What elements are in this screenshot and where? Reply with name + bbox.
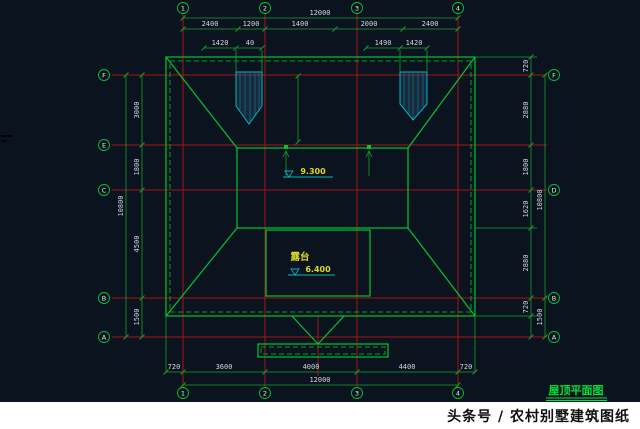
dim-bottom-seg: 4400	[399, 363, 416, 371]
grid-bubble-label: A	[552, 334, 557, 342]
dim-top-seg: 2400	[422, 20, 439, 28]
dimension-text: 12000 2400 1200 1400 2000 2400 1420 40 1…	[117, 9, 544, 384]
dim-dormer: 1490	[375, 39, 392, 47]
grid-bubble-label: 2	[263, 390, 267, 398]
dim-bottom-seg: 720	[460, 363, 473, 371]
dim-top-seg: 1200	[243, 20, 260, 28]
grid-bubble-label: 4	[456, 5, 460, 13]
porch-gable-line	[291, 315, 319, 345]
dim-right-seg: 720	[522, 301, 530, 314]
grid-bubble-label: E	[102, 142, 106, 150]
cad-canvas: 12000 2400 1200 1400 2000 2400 1420 40 1…	[0, 0, 640, 402]
drawing-title-label: 屋顶平面图	[549, 384, 604, 397]
dim-left-overall: 10800	[117, 195, 125, 216]
dormer-right	[399, 71, 428, 121]
terrace-label: 露台	[290, 251, 310, 263]
grid-bubble-label: 1	[181, 390, 185, 398]
margin-mark	[1, 135, 12, 142]
dim-right-seg: 1500	[536, 309, 544, 326]
watermark-text: 头条号 / 农村别墅建筑图纸	[447, 408, 630, 425]
roof-eave-outer	[165, 56, 476, 317]
elevation-triangle-icon	[290, 268, 300, 276]
dim-right-seg: 2880	[522, 255, 530, 272]
grid-bubble-label: 2	[263, 5, 267, 13]
elevation-triangle-icon	[284, 170, 294, 178]
dim-bottom-seg: 720	[168, 363, 181, 371]
dimension-lines	[123, 15, 548, 388]
dim-right-seg: 1620	[522, 201, 530, 218]
hip-line	[165, 227, 238, 317]
dim-top-seg: 2000	[361, 20, 378, 28]
dim-left-seg: 3000	[133, 102, 141, 119]
dim-dormer: 1420	[212, 39, 229, 47]
roof-plan-drawing: 12000 2400 1200 1400 2000 2400 1420 40 1…	[1, 2, 607, 401]
drawing-title: 屋顶平面图	[546, 384, 607, 401]
porch-eave-outer	[257, 343, 389, 358]
porch-eave-inner	[260, 346, 386, 355]
grid-bubble-label: C	[102, 187, 107, 195]
grid-bubble-label: B	[102, 295, 106, 303]
dim-left-seg: 1500	[133, 309, 141, 326]
grid-bubble-label: 3	[355, 5, 359, 13]
hip-line	[407, 227, 476, 317]
dim-right-seg: 1800	[522, 159, 530, 176]
dim-bottom-seg: 3600	[216, 363, 233, 371]
dormers	[235, 50, 428, 125]
ridge-elevation-label: 9.300	[300, 167, 326, 176]
hip-line	[165, 56, 238, 149]
grid-bubble-label: F	[102, 72, 106, 80]
slope-arrow-head	[282, 150, 290, 158]
elevation-annotations: 9.300 露台 6.400	[283, 167, 335, 276]
dim-right-overall: 10800	[536, 189, 544, 210]
grid-bubble-label: 3	[355, 390, 359, 398]
grid-bubble-label: A	[102, 334, 107, 342]
dim-top-seg: 2400	[202, 20, 219, 28]
dim-left-seg: 4500	[133, 236, 141, 253]
dim-dormer: 1420	[406, 39, 423, 47]
grid-bubble-label: B	[552, 295, 556, 303]
roof-flat-area	[236, 147, 409, 229]
grid-bubble-label: D	[551, 187, 556, 195]
grid-bubble-label: F	[552, 72, 556, 80]
ridge-node	[284, 145, 288, 149]
grid-bubbles: 1 2 3 4 1 2 3 4 F E C B A F D B A	[98, 2, 560, 399]
grid-bubble-label: 4	[456, 390, 460, 398]
terrace-elevation-label: 6.400	[305, 265, 331, 274]
dim-right-seg: 2880	[522, 102, 530, 119]
dim-dormer: 40	[246, 39, 254, 47]
dim-left-seg: 1800	[133, 159, 141, 176]
dormer-left	[235, 71, 263, 125]
dim-top-overall: 12000	[309, 9, 330, 17]
ridge-node	[367, 145, 371, 149]
terrace-outline	[265, 229, 371, 297]
watermark-bar: 头条号 / 农村别墅建筑图纸	[0, 402, 640, 429]
hip-line	[407, 56, 476, 149]
grid-bubble-label: 1	[181, 5, 185, 13]
dim-bottom-seg: 4000	[303, 363, 320, 371]
dim-top-seg: 1400	[292, 20, 309, 28]
dim-bottom-overall: 12000	[309, 376, 330, 384]
roof-eave-inner	[169, 60, 472, 313]
roof-outline	[165, 56, 476, 358]
porch-gable-line	[317, 315, 345, 345]
slope-arrow-head	[365, 150, 373, 158]
dim-right-seg: 720	[522, 60, 530, 73]
